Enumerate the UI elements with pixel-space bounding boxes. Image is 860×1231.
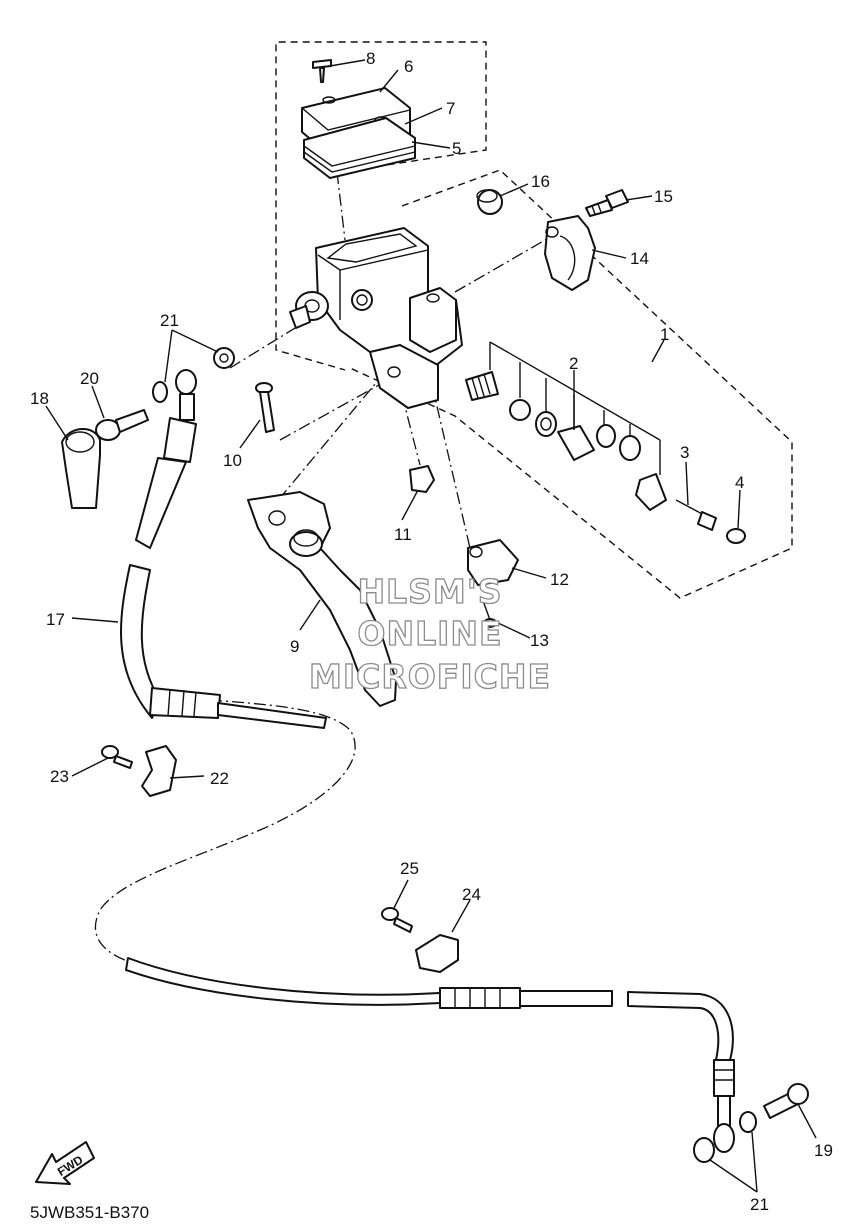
guide-bolt-lower (381, 907, 413, 933)
reservoir-group-outline (275, 41, 487, 371)
callout-23: 23 (50, 767, 69, 786)
callout-16: 16 (531, 172, 550, 191)
clutch-switch (467, 539, 519, 586)
guide-bolt-upper (101, 745, 133, 769)
switch-screw (481, 597, 497, 628)
callout-9: 9 (290, 637, 299, 656)
callout-24: 24 (462, 885, 481, 904)
watermark: HLSM'S ONLINE MICROFICHE (308, 571, 551, 696)
lever-pivot-bolt (255, 382, 275, 433)
callout-7: 7 (446, 99, 455, 118)
callout-15: 15 (654, 187, 673, 206)
leader-lines (45, 59, 817, 1193)
callout-21-upper: 21 (160, 311, 179, 330)
handlebar-holder (544, 215, 596, 291)
callout-5: 5 (452, 139, 461, 158)
callout-1: 1 (660, 325, 669, 344)
callout-19: 19 (814, 1141, 833, 1160)
callout-4: 4 (735, 473, 744, 492)
callout-11: 11 (394, 525, 412, 544)
diagram-code: 5JWB351-B370 (30, 1203, 149, 1222)
piston-kit (465, 341, 667, 511)
axis-pivot-to-lever (269, 371, 386, 511)
callout-3: 3 (680, 443, 689, 462)
callout-17: 17 (46, 610, 65, 629)
union-bolt-lower (763, 1083, 809, 1119)
lever-nut (409, 465, 435, 493)
callout-18: 18 (30, 389, 49, 408)
hose-guide-upper (141, 745, 177, 797)
callout-labels: 8 6 7 5 16 15 14 1 2 3 4 21 20 18 10 11 … (30, 49, 833, 1214)
axis-switch (431, 384, 471, 549)
axis-nut (401, 394, 421, 466)
union-bolt-upper (95, 409, 149, 441)
callout-6: 6 (404, 57, 413, 76)
banjo-cap (61, 428, 101, 509)
forward-arrow-icon: FWD (35, 1141, 95, 1185)
diaphragm (303, 117, 416, 179)
callout-14: 14 (630, 249, 649, 268)
reservoir-screw (312, 59, 332, 83)
hose-guide-lower (415, 934, 459, 973)
assembly-group-outline (349, 169, 793, 599)
dust-boot-cap (726, 528, 746, 544)
callout-20: 20 (80, 369, 99, 388)
axis-cap-to-body (336, 171, 346, 241)
copper-washer-lower (693, 1111, 757, 1163)
clamp-bolt (585, 189, 629, 217)
copper-washer-upper (152, 347, 235, 403)
axis-body-to-reservoir-screw (229, 324, 301, 369)
axis-bolt (279, 379, 389, 441)
clutch-lever (247, 491, 397, 707)
callout-22: 22 (210, 769, 229, 788)
watermark-line-2: ONLINE (357, 614, 502, 653)
master-cylinder-body (289, 227, 463, 409)
callout-12: 12 (550, 570, 569, 589)
callout-2: 2 (569, 354, 578, 373)
push-rod (675, 499, 717, 531)
watermark-line-1: HLSM'S (357, 572, 502, 611)
clutch-hose (120, 369, 735, 1153)
callout-21-lower: 21 (750, 1195, 769, 1214)
watermark-line-3: MICROFICHE (309, 657, 551, 696)
callout-13: 13 (530, 631, 549, 650)
callout-8: 8 (366, 49, 375, 68)
callout-25: 25 (400, 859, 419, 878)
axis-body-to-clamp (454, 235, 553, 293)
hose-routing-line (94, 699, 356, 963)
rubber-plug (476, 189, 503, 215)
callout-10: 10 (223, 451, 242, 470)
